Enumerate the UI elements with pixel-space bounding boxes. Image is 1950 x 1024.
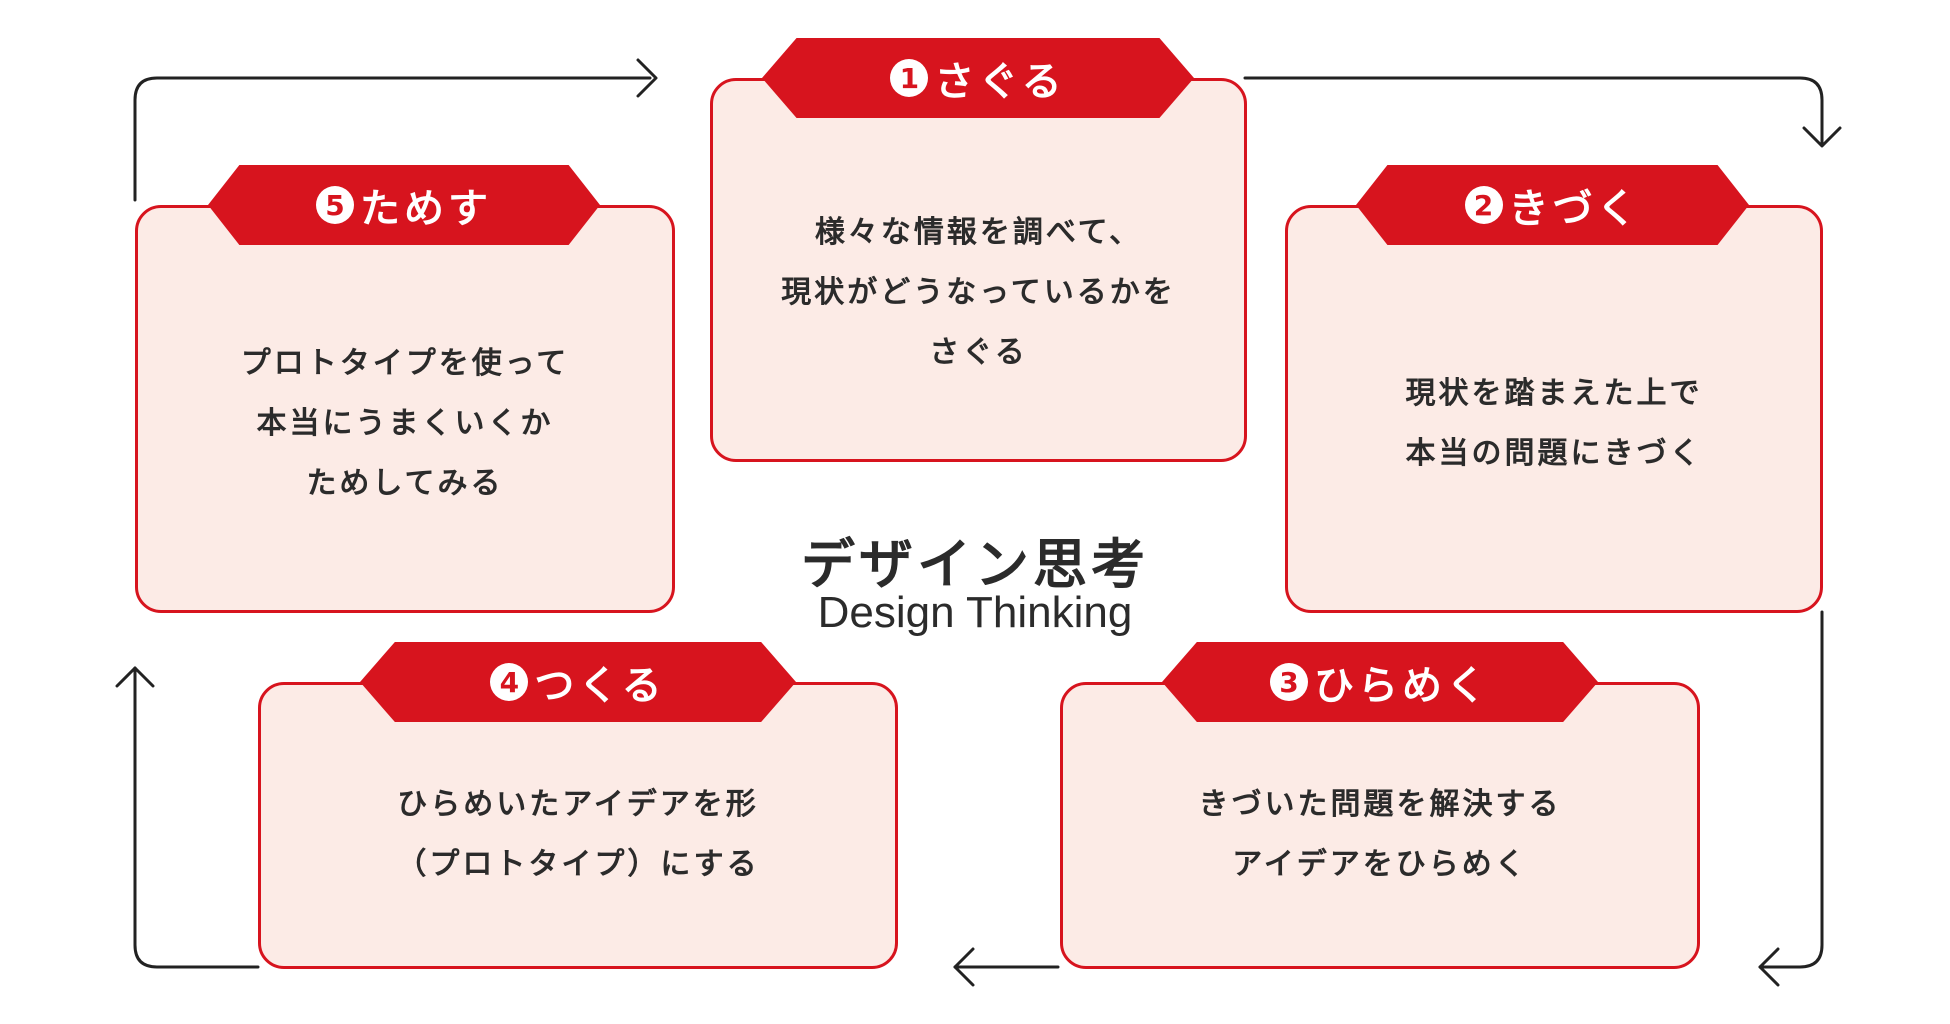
step-5-line: 本当にうまくいくか [256,406,554,441]
step-1-line: 様々な情報を調べて、 [814,215,1143,250]
connector-5-to-1 [133,76,652,202]
step-4-number: 4 [490,663,529,701]
step-3-label: ひらめく [1314,663,1490,709]
step-3-line: きづいた問題を解決する [1198,787,1562,822]
step-card-5: プロトタイプを使って 本当にうまくいくか ためしてみる [135,205,675,613]
arrow-head-left-1 [1758,947,1780,987]
step-3-number: 3 [1270,663,1308,701]
connector-2-to-3 [1758,610,1824,969]
step-5-description: プロトタイプを使って 本当にうまくいくか ためしてみる [138,334,672,514]
connector-1-to-2 [1243,76,1824,147]
step-card-2: 現状を踏まえた上で 本当の問題にきづく [1285,205,1823,613]
step-4-line: （プロトタイプ）にする [396,847,760,882]
arrow-head-down-1 [1802,126,1842,148]
step-1-number: 1 [890,59,929,97]
step-2-label: きづく [1508,186,1641,232]
step-1-line: 現状がどうなっているかを [781,275,1176,310]
step-3-label-badge: 3 ひらめく [1162,642,1598,722]
step-4-line: ひらめいたアイデアを形 [397,787,759,822]
step-4-description: ひらめいたアイデアを形 （プロトタイプ）にする [261,775,895,895]
step-1-line: さぐる [929,335,1028,370]
arrow-head-left-2 [953,947,975,987]
arrow-head-right [636,58,658,98]
step-2-number: 2 [1464,186,1503,224]
step-4-label-badge: 4 つくる [360,642,796,722]
step-5-line: プロトタイプを使って [240,346,570,381]
step-5-number: 5 [316,186,354,224]
step-3-line: アイデアをひらめく [1232,847,1528,882]
step-2-line: 現状を踏まえた上で [1405,376,1703,411]
arrow-head-up [115,666,155,688]
step-5-label-badge: 5 ためす [208,165,600,245]
connector-4-to-5 [133,666,260,969]
step-card-4: ひらめいたアイデアを形 （プロトタイプ）にする [258,682,898,969]
step-5-label: ためす [360,186,492,232]
step-1-label: さぐる [934,59,1066,105]
step-2-description: 現状を踏まえた上で 本当の問題にきづく [1288,364,1820,484]
step-card-3: きづいた問題を解決する アイデアをひらめく [1060,682,1700,969]
step-2-line: 本当の問題にきづく [1405,436,1703,471]
step-2-label-badge: 2 きづく [1356,165,1749,245]
step-3-description: きづいた問題を解決する アイデアをひらめく [1063,775,1697,895]
step-1-description: 様々な情報を調べて、 現状がどうなっているかを さぐる [713,203,1244,383]
step-card-1: 様々な情報を調べて、 現状がどうなっているかを さぐる [710,78,1247,462]
step-4-label: つくる [534,663,666,709]
step-5-line: ためしてみる [306,466,504,501]
diagram-subtitle: Design Thinking [817,588,1133,637]
diagram-title: デザイン思考 [801,533,1149,596]
step-1-label-badge: 1 さぐる [762,38,1194,118]
